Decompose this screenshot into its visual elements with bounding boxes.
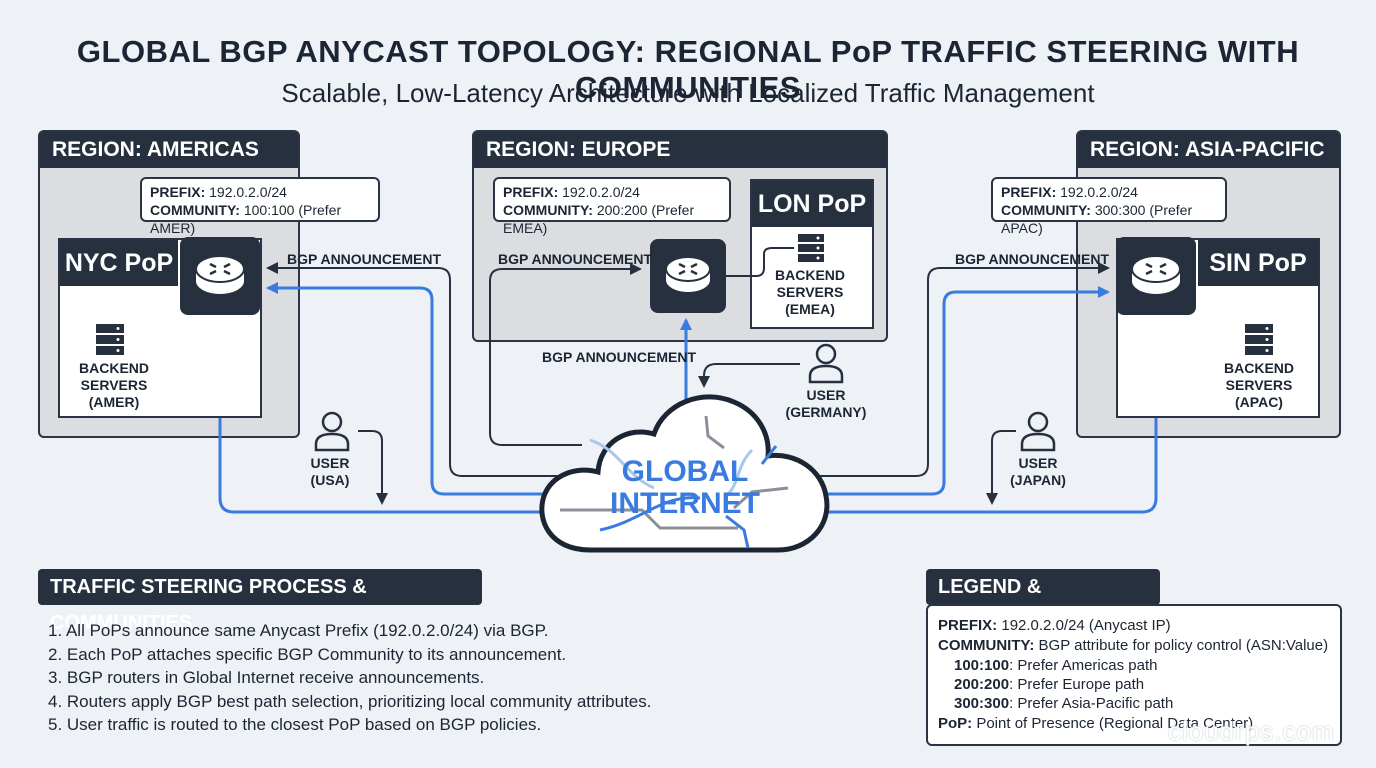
router-icon <box>1116 237 1196 315</box>
legend-row: PoP: Point of Presence (Regional Data Ce… <box>938 715 1254 732</box>
router-icon <box>180 237 260 315</box>
diagram-title: GLOBAL BGP ANYCAST TOPOLOGY: REGIONAL Po… <box>76 34 1300 105</box>
user-icon <box>1020 411 1056 452</box>
prefix-key: PREFIX: <box>1001 184 1057 200</box>
pop-lon-label: LON PoP <box>752 181 872 227</box>
traffic-path-nyc-outer <box>214 334 570 514</box>
server-icon <box>798 234 824 262</box>
user-japan-arrow <box>986 430 1016 505</box>
legend-row: COMMUNITY: BGP attribute for policy cont… <box>938 637 1329 654</box>
user-germany-label: USER (GERMANY) <box>785 387 867 420</box>
callout-apac: PREFIX: 192.0.2.0/24 COMMUNITY: 300:300 … <box>991 177 1227 236</box>
traffic-path-sin-inner <box>804 286 1110 496</box>
user-japan-label: USER (JAPAN) <box>1010 455 1066 488</box>
cloud-icon <box>539 394 830 553</box>
prefix-key: PREFIX: <box>503 184 559 200</box>
announcement-label-apac: BGP ANNOUNCEMENT <box>955 251 1110 267</box>
announcement-line-sin <box>818 262 1110 477</box>
pop-sin: SIN PoP <box>1116 238 1320 418</box>
process-steps: 1. All PoPs announce same Anycast Prefix… <box>48 619 748 737</box>
announcement-label-europe: BGP ANNOUNCEMENT <box>498 251 653 267</box>
announcement-line-lon <box>489 263 642 446</box>
prefix-value: 192.0.2.0/24 <box>205 184 287 200</box>
community-value: 100:100 (Prefer AMER) <box>150 202 342 236</box>
user-usa-label: USER (USA) <box>310 455 350 488</box>
process-step: 5. User traffic is routed to the closest… <box>48 715 542 734</box>
pop-nyc-label: NYC PoP <box>60 240 178 286</box>
community-key: COMMUNITY: <box>503 202 593 218</box>
internet-label-line1: GLOBAL <box>621 455 749 488</box>
pop-sin-label: SIN PoP <box>1198 240 1318 286</box>
watermark: cloudrps.com <box>1168 716 1335 746</box>
process-step: 4. Routers apply BGP best path selection… <box>48 691 652 711</box>
diagram-subtitle: Scalable, Low-Latency Architecture with … <box>281 78 1095 108</box>
community-value: 300:300 (Prefer APAC) <box>1001 202 1193 236</box>
region-americas-label: REGION: AMERICAS <box>40 132 298 168</box>
process-step: 3. BGP routers in Global Internet receiv… <box>48 668 485 687</box>
prefix-value: 192.0.2.0/24 <box>1056 184 1138 200</box>
announcement-line-nyc <box>266 262 560 477</box>
traffic-path-sin-outer <box>806 334 1162 514</box>
backend-apac-label: BACKEND SERVERS (APAC) <box>1224 360 1294 410</box>
backend-emea-label: BACKEND SERVERS (EMEA) <box>775 267 845 317</box>
process-step: 2. Each PoP attaches specific BGP Commun… <box>48 644 567 664</box>
user-germany-arrow <box>698 363 800 388</box>
process-heading: TRAFFIC STEERING PROCESS & COMMUNITIES <box>38 569 482 634</box>
internet-label-line2: INTERNET <box>610 487 760 520</box>
legend-row: 200:200: Prefer Europe path <box>954 676 1145 693</box>
traffic-path-nyc-inner <box>266 282 572 496</box>
lon-link <box>726 247 794 277</box>
legend-row: 100:100: Prefer Americas path <box>954 657 1158 674</box>
user-icon <box>808 343 844 384</box>
process-step: 1. All PoPs announce same Anycast Prefix… <box>48 621 549 640</box>
announcement-label-americas: BGP ANNOUNCEMENT <box>287 251 442 267</box>
user-icon <box>314 411 350 452</box>
router-icon <box>650 239 726 313</box>
pop-lon: LON PoP <box>750 179 874 329</box>
region-europe-label: REGION: EUROPE <box>474 132 886 168</box>
user-usa-arrow <box>358 430 388 505</box>
server-icon <box>1245 324 1273 355</box>
legend-box: PREFIX: 192.0.2.0/24 (Anycast IP) COMMUN… <box>926 604 1342 746</box>
legend-row: PREFIX: 192.0.2.0/24 (Anycast IP) <box>938 617 1171 634</box>
server-icon <box>96 324 124 355</box>
announcement-label-europe-lower: BGP ANNOUNCEMENT <box>542 349 697 365</box>
prefix-key: PREFIX: <box>150 184 206 200</box>
backend-amer-label: BACKEND SERVERS (AMER) <box>79 360 149 410</box>
legend-heading: LEGEND & ATTRIBUTES <box>926 569 1160 634</box>
prefix-value: 192.0.2.0/24 <box>558 184 640 200</box>
community-key: COMMUNITY: <box>1001 202 1091 218</box>
community-value: 200:200 (Prefer EMEA) <box>503 202 695 236</box>
callout-americas: PREFIX: 192.0.2.0/24 COMMUNITY: 100:100 … <box>140 177 380 236</box>
callout-europe: PREFIX: 192.0.2.0/24 COMMUNITY: 200:200 … <box>493 177 731 236</box>
legend-row: 300:300: Prefer Asia-Pacific path <box>954 695 1174 712</box>
community-key: COMMUNITY: <box>150 202 240 218</box>
region-apac-label: REGION: ASIA-PACIFIC <box>1078 132 1339 168</box>
